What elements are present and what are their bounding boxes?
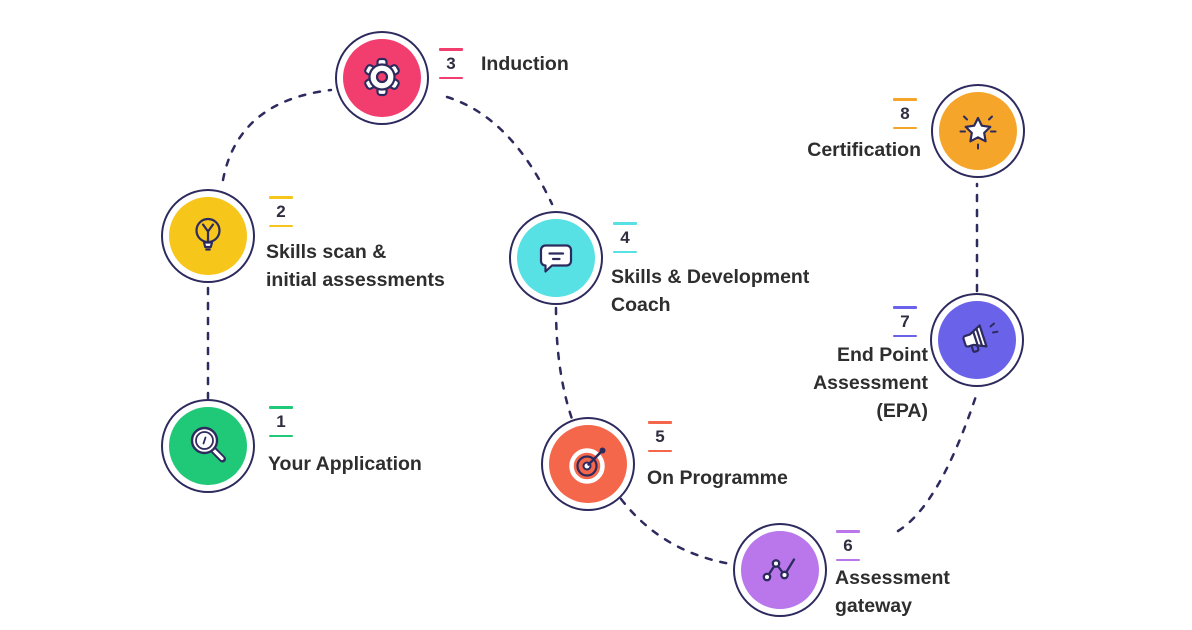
target-icon <box>569 447 606 484</box>
step-8-label: Certification <box>807 139 921 161</box>
connector-3-4 <box>445 95 554 206</box>
connector-5-6 <box>619 497 733 566</box>
accent-line <box>613 250 637 253</box>
step-2-disc <box>169 197 247 275</box>
step-7-disc <box>938 301 1016 379</box>
accent-line <box>893 126 917 129</box>
step-4-number-badge: 4 <box>612 222 638 253</box>
step-1-number-badge: 1 <box>268 406 294 437</box>
connector-2-3 <box>221 88 333 182</box>
step-number: 2 <box>276 201 286 221</box>
step-5-circle <box>541 417 635 511</box>
step-1-circle <box>161 399 255 493</box>
step-6-disc <box>741 531 819 609</box>
step-3-disc <box>343 39 421 117</box>
step-2-number-badge: 2 <box>268 196 294 227</box>
gear-icon <box>364 57 400 97</box>
speech-bubble-icon <box>539 244 573 273</box>
step-4-label: Skills & Development Coach <box>611 266 810 316</box>
accent-line <box>269 434 293 437</box>
star-icon <box>959 115 997 150</box>
step-3-label: Induction <box>481 53 569 75</box>
step-1-disc <box>169 407 247 485</box>
accent-line <box>613 222 637 225</box>
step-3-number-badge: 3 <box>438 48 464 79</box>
step-number: 1 <box>276 411 286 431</box>
step-7-number-badge: 7 <box>892 306 918 337</box>
magnifier-icon <box>190 426 226 463</box>
accent-line <box>893 334 917 337</box>
step-6-circle <box>733 523 827 617</box>
step-4-disc <box>517 219 595 297</box>
step-8-number-badge: 8 <box>892 98 918 129</box>
connector-6-7 <box>896 391 979 533</box>
accent-line <box>836 558 860 561</box>
step-5-label: On Programme <box>647 467 788 489</box>
accent-line <box>439 76 463 79</box>
accent-line <box>269 406 293 409</box>
step-7-label: End Point Assessment (EPA) <box>813 344 928 422</box>
accent-line <box>893 306 917 309</box>
accent-line <box>836 530 860 533</box>
accent-line <box>648 421 672 424</box>
accent-line <box>893 98 917 101</box>
step-5-number-badge: 5 <box>647 421 673 452</box>
megaphone-icon <box>962 322 999 353</box>
accent-line <box>648 449 672 452</box>
step-number: 3 <box>446 53 456 73</box>
step-5-disc <box>549 425 627 503</box>
step-1-label: Your Application <box>268 453 422 475</box>
accent-line <box>269 196 293 199</box>
step-2-circle <box>161 189 255 283</box>
step-2-label: Skills scan & initial assessments <box>266 241 445 291</box>
step-6-number-badge: 6 <box>835 530 861 561</box>
step-number: 7 <box>900 311 910 331</box>
step-6-label: Assessment gateway <box>835 567 950 617</box>
connector-4-5 <box>554 306 574 421</box>
step-3-circle <box>335 31 429 125</box>
step-number: 5 <box>655 426 665 446</box>
step-number: 4 <box>620 227 630 247</box>
step-4-circle <box>509 211 603 305</box>
line-chart-icon <box>762 558 796 582</box>
lightbulb-icon <box>195 217 221 251</box>
step-8-disc <box>939 92 1017 170</box>
step-number: 8 <box>900 103 910 123</box>
accent-line <box>439 48 463 51</box>
step-number: 6 <box>843 535 853 555</box>
accent-line <box>269 224 293 227</box>
step-7-circle <box>930 293 1024 387</box>
step-8-circle <box>931 84 1025 178</box>
